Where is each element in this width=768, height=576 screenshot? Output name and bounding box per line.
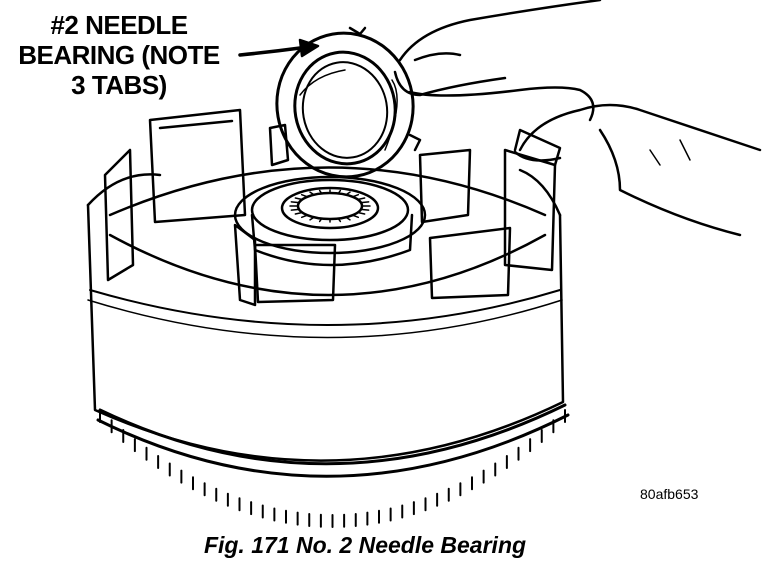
callout-line-3: 3 TABS) [71,70,167,100]
reference-id: 80afb653 [640,486,699,502]
hub-assembly [235,177,425,265]
spline-gear-teeth [98,405,568,527]
callout-line-2: BEARING (NOTE [18,40,220,70]
hand-holding-bearing [395,0,760,235]
callout-arrow [240,40,318,56]
callout-line-1: #2 NEEDLE [50,10,188,40]
figure-caption: Fig. 171 No. 2 Needle Bearing [203,532,527,558]
callout-label: #2 NEEDLE BEARING (NOTE 3 TABS) [14,10,224,100]
drum-tabs [105,110,560,305]
needle-bearing [266,22,425,187]
clutch-drum [88,168,563,461]
